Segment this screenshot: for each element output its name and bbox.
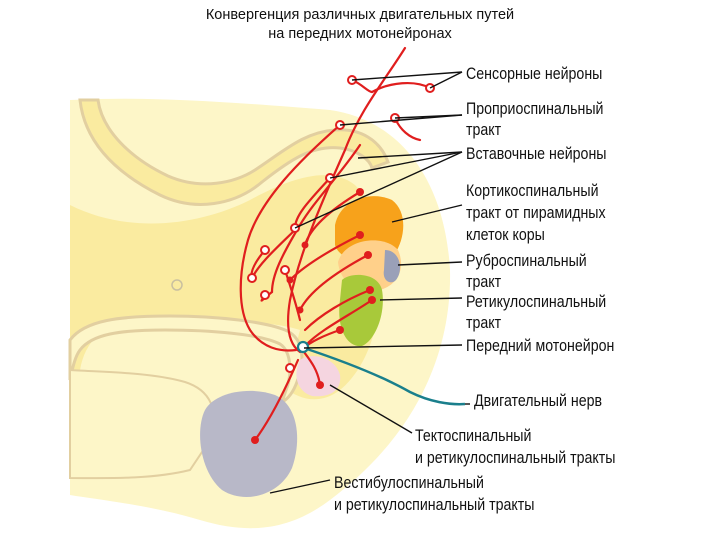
label-corticospinal-1: Кортикоспинальный (466, 182, 599, 200)
vestibulospinal-tract-region (200, 390, 298, 497)
label-rubrospinal-2: тракт (466, 273, 502, 291)
anterior-funiculus (69, 368, 215, 480)
label-reticulospinal-1: Ретикулоспинальный (466, 293, 607, 311)
cortico-fiber (303, 190, 362, 247)
label-anterior-motoneuron: Передний мотонейрон (466, 337, 615, 355)
diagram-title: Конвергенция различных двигательных путе… (0, 6, 720, 44)
anterior-horn (68, 314, 304, 405)
title-line-2: на передних мотонейронах (268, 26, 452, 42)
label-corticospinal-3: клеток коры (466, 226, 545, 244)
title-line-1: Конвергенция различных двигательных путе… (205, 7, 515, 23)
reticulo-fiber-1 (298, 253, 370, 312)
posterior-horn (78, 98, 390, 206)
label-reticulospinal-2: тракт (466, 314, 502, 332)
label-interneurons: Вставочные нейроны (466, 145, 607, 163)
label-tectospinal-1: Тектоспинальный (415, 427, 532, 445)
sensory-fiber-main (286, 46, 407, 354)
label-propriospinal-2: тракт (466, 121, 502, 139)
reticulospinal-tract-region-side (383, 250, 401, 283)
central-canal (171, 279, 183, 291)
label-vestibulospinal-2: и ретикулоспинальный тракты (334, 496, 535, 514)
reticulo-fiber-2 (303, 288, 372, 332)
propriospinal-fiber (239, 123, 342, 352)
reticulo-fiber-3 (304, 298, 374, 347)
label-tectospinal-2: и ретикулоспинальный тракты (415, 449, 616, 467)
label-rubrospinal-1: Руброспинальный (466, 252, 587, 270)
rubro-fiber (288, 233, 362, 282)
label-corticospinal-2: тракт от пирамидных (466, 204, 606, 222)
label-vestibulospinal-1: Вестибулоспинальный (334, 474, 484, 492)
label-motor-nerve: Двигательный нерв (474, 392, 603, 410)
anterior-motoneuron-body (296, 340, 310, 354)
motor-nerve-fiber (303, 346, 466, 406)
label-propriospinal-1: Проприоспинальный (466, 100, 604, 118)
fiber-terminals (251, 188, 376, 444)
label-sensory-neurons: Сенсорные нейроны (466, 65, 603, 83)
leader-lines (269, 71, 470, 494)
